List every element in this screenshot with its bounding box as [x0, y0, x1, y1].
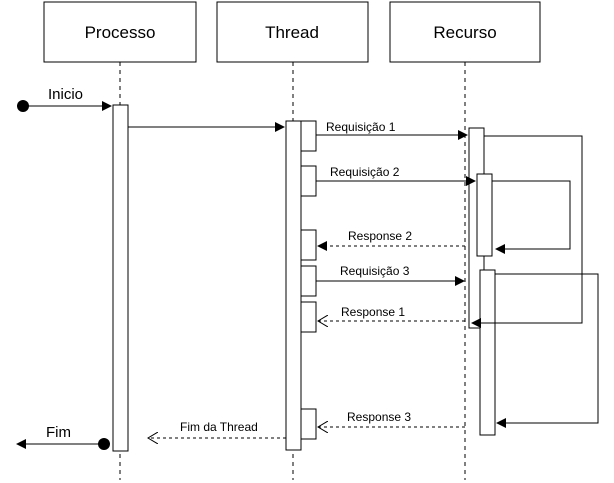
activation-thread-req3: [300, 265, 317, 297]
message-req2-label: Requisição 2: [330, 165, 400, 179]
end-label: Fim: [46, 424, 71, 441]
participant-recurso-label: Recurso: [433, 23, 496, 42]
start-label: Inicio: [48, 86, 83, 103]
end-node: [98, 438, 110, 450]
participant-processo-label: Processo: [85, 23, 156, 42]
participant-processo: Processo: [43, 1, 197, 63]
participant-thread: Thread: [216, 1, 369, 63]
activation-thread-req1: [300, 120, 317, 152]
participant-thread-label: Thread: [265, 23, 319, 42]
activation-recurso-3: [479, 269, 496, 436]
activation-processo: [112, 104, 129, 452]
message-fim-thread-label: Fim da Thread: [180, 420, 258, 434]
self-loop-recurso-1: [471, 135, 583, 328]
message-req3-label: Requisição 3: [340, 264, 410, 278]
self-loop-recurso-2: [492, 180, 571, 254]
message-resp2-label: Response 2: [348, 229, 412, 243]
activation-thread-resp3: [300, 408, 317, 440]
activation-thread: [285, 120, 302, 451]
activation-thread-resp1: [300, 301, 317, 333]
participant-recurso: Recurso: [389, 1, 541, 63]
message-resp1-label: Response 1: [341, 305, 405, 319]
message-req1-label: Requisição 1: [326, 120, 396, 134]
activation-thread-resp2: [300, 229, 317, 261]
self-loop-recurso-3: [495, 273, 599, 428]
activation-recurso-2: [476, 173, 493, 257]
message-resp3-label: Response 3: [347, 410, 411, 424]
activation-thread-req2: [300, 165, 317, 197]
